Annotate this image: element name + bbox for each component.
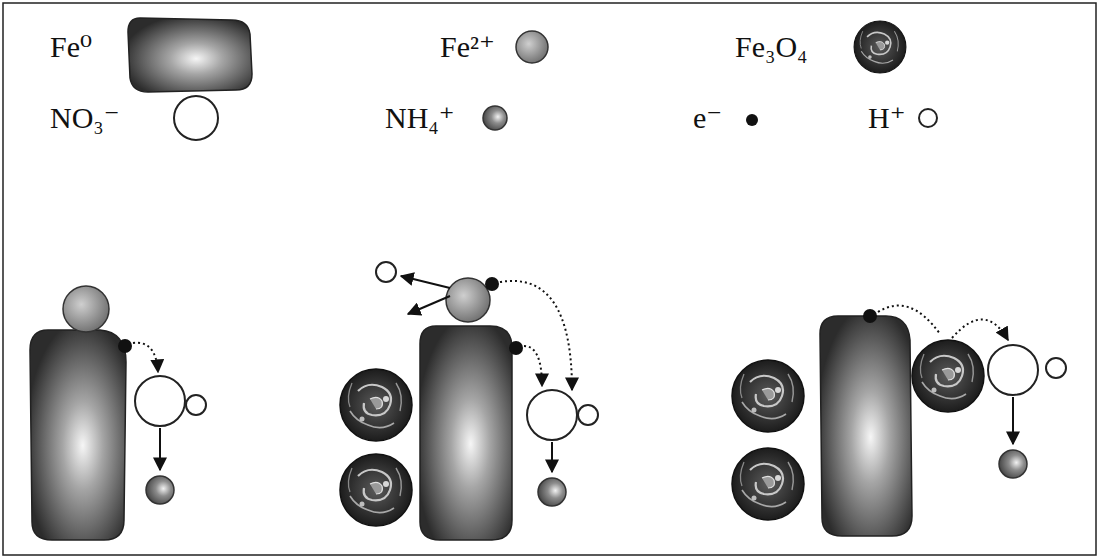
electron-transfer-arrow — [500, 281, 572, 390]
proton — [1046, 358, 1066, 378]
legend-samples — [128, 18, 937, 140]
release-arrow — [408, 296, 450, 314]
nitrate-ion — [527, 390, 577, 440]
legend-label: e⁻ — [693, 101, 722, 136]
proton — [186, 395, 206, 415]
fe0-sample — [128, 18, 252, 92]
electron-sample — [746, 114, 758, 126]
reduction-arrow — [551, 442, 553, 472]
ammonium-ion — [538, 478, 566, 506]
electron-transfer-arrow — [524, 346, 542, 386]
fe3o4-particle — [732, 360, 804, 432]
fe3o4-particle — [340, 454, 412, 526]
fe3o4-particle — [732, 448, 804, 520]
legend-label: Fe²⁺ — [440, 30, 495, 65]
fe0-particle — [820, 316, 912, 536]
fe3o4-particle — [340, 369, 412, 441]
panel-bare-iron — [30, 286, 206, 540]
panel-magnetite-mediated — [732, 306, 1066, 536]
legend-label: Fe₃O₄ — [735, 30, 808, 65]
nitrate-ion — [135, 376, 185, 426]
fe3o4-sample — [854, 21, 906, 73]
electron-transfer-arrow — [952, 319, 1008, 340]
nh4-sample — [483, 106, 507, 130]
legend-label: NH₄⁺ — [385, 101, 455, 136]
ammonium-ion — [146, 476, 174, 504]
fe2-ion — [63, 286, 109, 332]
reduction-arrow — [159, 428, 161, 470]
electron — [509, 341, 523, 355]
electron — [118, 339, 132, 353]
fe0-particle — [30, 330, 126, 540]
electron — [485, 277, 499, 291]
panel-iron-magnetite — [340, 262, 598, 540]
electron-transfer-line — [878, 306, 940, 334]
fe0-particle — [420, 326, 512, 540]
fe3o4-particle — [912, 340, 984, 412]
legend-label: NO₃⁻ — [50, 101, 120, 136]
nitrate-ion — [988, 345, 1038, 395]
release-arrow — [401, 276, 450, 288]
fe2-ion — [446, 278, 490, 322]
figure-frame — [3, 3, 1096, 555]
no3-sample — [174, 96, 218, 140]
proton-sample — [919, 109, 937, 127]
proton — [376, 262, 396, 282]
fe2-sample — [516, 31, 548, 63]
electron-transfer-arrow — [133, 343, 158, 372]
legend-label: Fe⁰ — [50, 30, 92, 65]
reduction-arrow — [1012, 397, 1014, 444]
legend-label: H⁺ — [868, 101, 906, 136]
electron — [863, 309, 877, 323]
ammonium-ion — [999, 450, 1027, 478]
proton — [578, 405, 598, 425]
